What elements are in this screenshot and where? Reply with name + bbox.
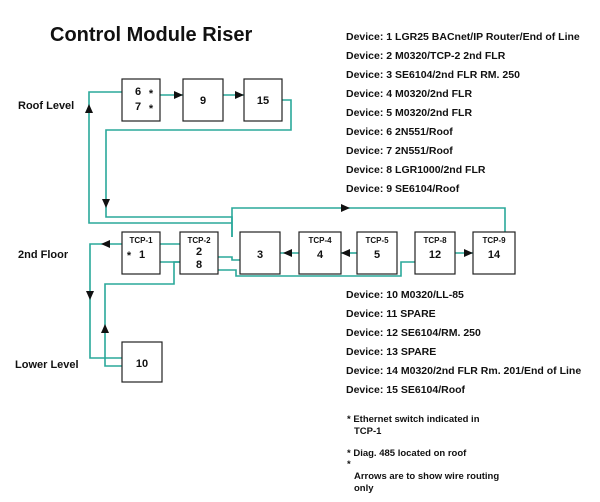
arrow-left-tcp1 bbox=[101, 240, 110, 248]
tcp1-star: * bbox=[127, 250, 132, 262]
level-label-2nd-floor: 2nd Floor bbox=[18, 249, 69, 261]
arrow-right-roof-2 bbox=[235, 91, 244, 99]
box-3-value: 3 bbox=[257, 249, 263, 261]
device-entry: Device: 13 SPARE bbox=[346, 346, 436, 358]
roof-box-15: 15 bbox=[243, 78, 283, 122]
note-star: * bbox=[347, 459, 351, 470]
device-list-top: Device: 1 LGR25 BACnet/IP Router/End of … bbox=[346, 31, 580, 195]
box-tcp5: TCP-5 5 bbox=[356, 231, 398, 275]
page-title: Control Module Riser bbox=[50, 24, 252, 46]
device-entry: Device: 3 SE6104/2nd FLR RM. 250 bbox=[346, 69, 520, 81]
device-entry: Device: 9 SE6104/Roof bbox=[346, 183, 460, 195]
tcp4-value: 4 bbox=[317, 249, 324, 261]
box-tcp2: TCP-2 2 8 bbox=[179, 231, 219, 275]
arrow-right-top-run bbox=[341, 204, 350, 212]
wire-tcp2-to-3 bbox=[218, 256, 240, 261]
device-entry: Device: 1 LGR25 BACnet/IP Router/End of … bbox=[346, 31, 580, 43]
box-3: 3 bbox=[239, 231, 281, 275]
device-entry: Device: 15 SE6104/Roof bbox=[346, 384, 466, 396]
tcp9-label: TCP-9 bbox=[482, 236, 506, 245]
level-label-lower: Lower Level bbox=[15, 359, 79, 371]
tcp1-value: 1 bbox=[139, 249, 145, 261]
arrow-left-tcp5 bbox=[341, 249, 350, 257]
box-lower-10: 10 bbox=[121, 341, 163, 383]
box-tcp9: TCP-9 14 bbox=[472, 231, 516, 275]
roof-box-9-value: 9 bbox=[200, 95, 206, 107]
tcp1-label: TCP-1 bbox=[129, 236, 153, 245]
roof-box-9: 9 bbox=[182, 78, 224, 122]
device-entry: Device: 5 M0320/2nd FLR bbox=[346, 107, 472, 119]
wire-tcp2-to-lower bbox=[104, 261, 180, 367]
device-entry: Device: 14 M0320/2nd FLR Rm. 201/End of … bbox=[346, 365, 581, 377]
tcp2-value-top: 2 bbox=[196, 246, 202, 258]
arrow-down-left bbox=[86, 291, 94, 300]
roof-box-star-2: * bbox=[149, 103, 154, 115]
note-diag: * Diag. 485 located on roof bbox=[347, 448, 467, 459]
roof-box-15-value: 15 bbox=[257, 95, 269, 107]
tcp5-value: 5 bbox=[374, 249, 380, 261]
footnotes: * Ethernet switch indicated in TCP-1 * D… bbox=[347, 414, 499, 494]
note-arrows-line1: Arrows are to show wire routing bbox=[354, 471, 499, 482]
tcp8-value: 12 bbox=[429, 249, 441, 261]
wire-left-drop bbox=[89, 243, 122, 359]
device-entry: Device: 2 M0320/TCP-2 2nd FLR bbox=[346, 50, 506, 62]
box-tcp1: TCP-1 * 1 bbox=[121, 231, 161, 275]
device-entry: Device: 7 2N551/Roof bbox=[346, 145, 453, 157]
roof-box-6-value: 6 bbox=[135, 86, 141, 98]
device-entry: Device: 8 LGR1000/2nd FLR bbox=[346, 164, 486, 176]
tcp8-label: TCP-8 bbox=[423, 236, 447, 245]
box-tcp8: TCP-8 12 bbox=[414, 231, 456, 275]
device-entry: Device: 12 SE6104/RM. 250 bbox=[346, 327, 481, 339]
lower-box-value: 10 bbox=[136, 358, 148, 370]
wire-tcp2-bottom-run bbox=[218, 261, 415, 277]
device-entry: Device: 11 SPARE bbox=[346, 308, 436, 320]
wire-outer-loop bbox=[88, 91, 232, 224]
tcp2-value-bottom: 8 bbox=[196, 259, 202, 271]
device-entry: Device: 10 M0320/LL-85 bbox=[346, 289, 464, 301]
arrow-up-lower bbox=[101, 324, 109, 333]
tcp4-label: TCP-4 bbox=[308, 236, 332, 245]
box-tcp4: TCP-4 4 bbox=[298, 231, 342, 275]
roof-box-star-1: * bbox=[149, 88, 154, 100]
arrow-right-roof-1 bbox=[174, 91, 183, 99]
device-entry: Device: 4 M0320/2nd FLR bbox=[346, 88, 472, 100]
arrow-left-tcp4 bbox=[283, 249, 292, 257]
tcp2-label: TCP-2 bbox=[187, 236, 211, 245]
arrow-down-inner bbox=[102, 199, 110, 208]
level-label-roof: Roof Level bbox=[18, 100, 74, 112]
device-entry: Device: 6 2N551/Roof bbox=[346, 126, 453, 138]
roof-box-6-7: 6 7 * * bbox=[121, 78, 161, 122]
roof-box-7-value: 7 bbox=[135, 101, 141, 113]
arrow-up-outer bbox=[85, 104, 93, 113]
note-ethernet-line2: TCP-1 bbox=[354, 426, 382, 437]
tcp9-value: 14 bbox=[488, 249, 501, 261]
note-ethernet-line1: * Ethernet switch indicated in bbox=[347, 414, 480, 425]
arrows bbox=[85, 91, 473, 333]
note-arrows-line2: only bbox=[354, 483, 374, 494]
arrow-right-tcp9 bbox=[464, 249, 473, 257]
device-list-bottom: Device: 10 M0320/LL-85 Device: 11 SPARE … bbox=[346, 289, 581, 396]
tcp5-label: TCP-5 bbox=[365, 236, 389, 245]
wire-top-run bbox=[231, 207, 506, 237]
